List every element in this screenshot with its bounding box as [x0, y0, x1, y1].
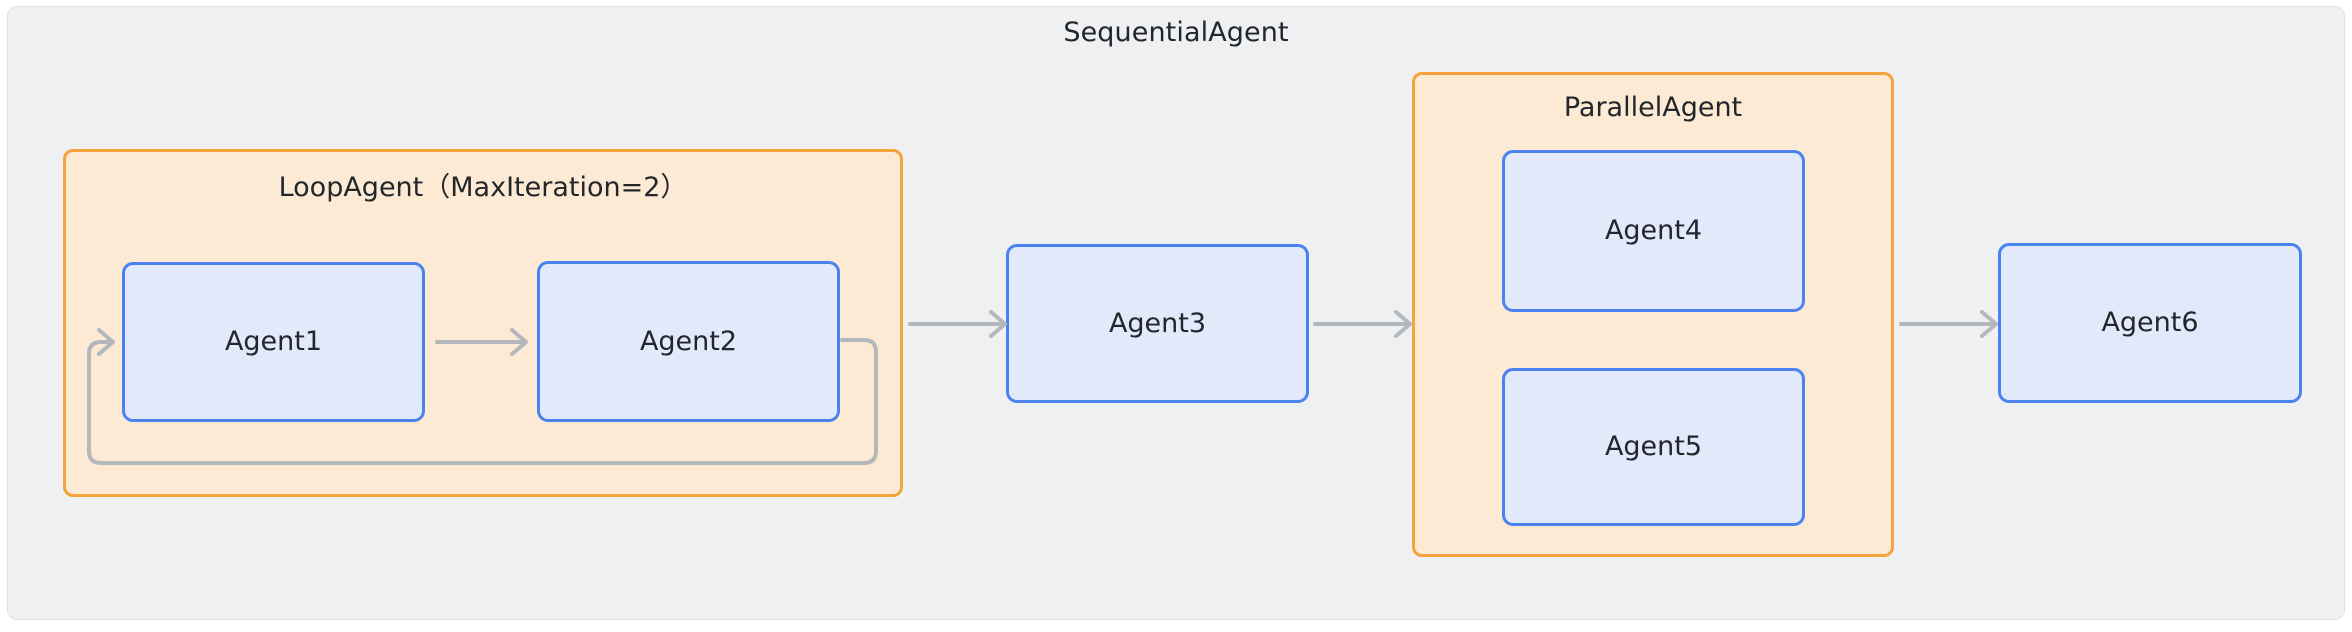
agent-node-label: Agent4	[1604, 215, 1703, 247]
loop-agent-title: LoopAgent（MaxIteration=2）	[278, 172, 688, 203]
agent-node-agent1[interactable]: Agent1	[122, 262, 425, 422]
agent-node-label: Agent1	[224, 326, 323, 358]
agent-node-agent3[interactable]: Agent3	[1006, 244, 1309, 403]
agent-node-agent4[interactable]: Agent4	[1502, 150, 1805, 312]
agent-node-label: Agent6	[2101, 307, 2199, 339]
agent-node-agent2[interactable]: Agent2	[537, 261, 840, 422]
parallel-agent-title: ParallelAgent	[1563, 92, 1743, 123]
agent-node-agent6[interactable]: Agent6	[1998, 243, 2302, 403]
agent-node-label: Agent5	[1604, 431, 1703, 463]
agent-node-agent5[interactable]: Agent5	[1502, 368, 1805, 526]
sequential-agent-title: SequentialAgent	[1063, 17, 1289, 48]
agent-node-label: Agent3	[1108, 307, 1207, 339]
agent-node-label: Agent2	[639, 325, 738, 357]
